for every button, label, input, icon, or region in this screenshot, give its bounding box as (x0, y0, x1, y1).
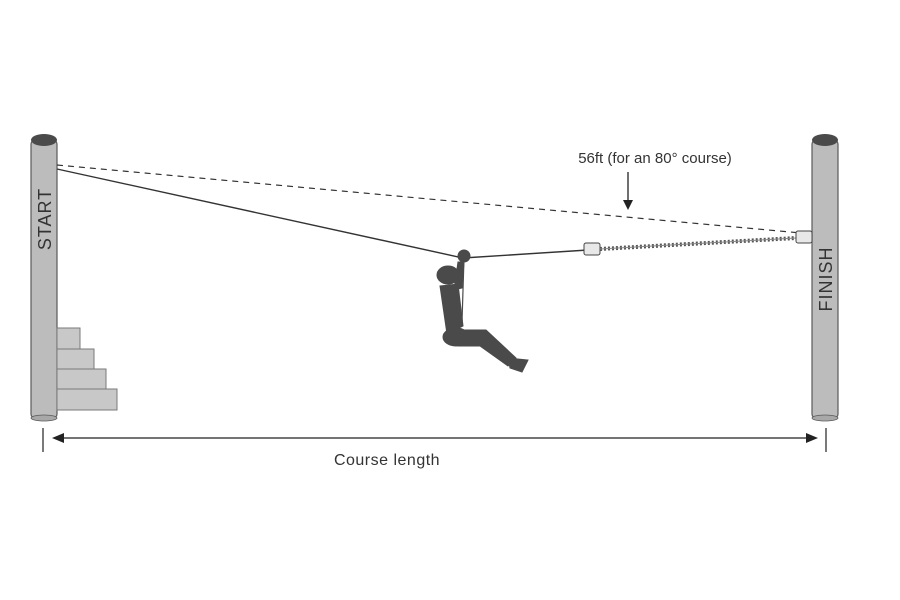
finish-pole (811, 134, 839, 422)
rider-figure-icon (436, 249, 529, 373)
sag-label: 56ft (for an 80° course) (578, 150, 732, 167)
start-label: START (35, 188, 55, 250)
finish-label: FINISH (816, 246, 836, 311)
zip-cable (56, 168, 589, 259)
start-pole (30, 134, 58, 422)
course-length-label: Course length (334, 452, 440, 469)
course-length-dimension (42, 428, 827, 452)
start-steps (56, 327, 118, 411)
dashed-reference-line (56, 164, 813, 235)
sag-arrow-icon (623, 172, 633, 210)
brake-spring (583, 230, 813, 256)
